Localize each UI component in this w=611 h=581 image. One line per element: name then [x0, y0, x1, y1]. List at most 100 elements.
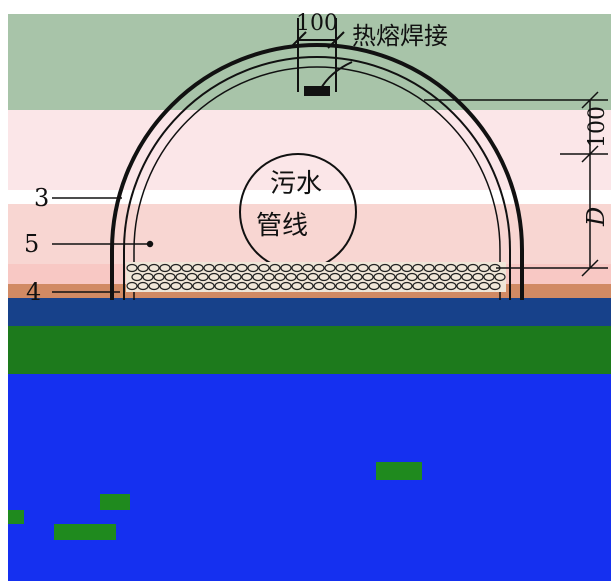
gravel-pebble — [137, 263, 149, 273]
gravel-pebble — [291, 281, 303, 291]
gravel-pebble — [148, 263, 160, 273]
gravel-pebble — [351, 272, 363, 282]
gravel-pebble — [159, 281, 171, 291]
pipe-label-line1: 污水 — [270, 169, 322, 199]
gravel-pebble — [368, 263, 380, 273]
gravel-pebble — [390, 281, 402, 291]
gravel-pebble — [247, 263, 259, 273]
gravel-pebble — [346, 281, 358, 291]
gravel-pebble — [170, 263, 182, 273]
gravel-pebble — [329, 272, 341, 282]
gravel-pebble — [318, 272, 330, 282]
blue-band — [8, 374, 611, 581]
gravel-bed — [126, 262, 506, 292]
gravel-pebble — [197, 272, 209, 282]
gravel-pebble — [384, 272, 396, 282]
gravel-pebble — [236, 263, 248, 273]
gravel-pebble — [324, 281, 336, 291]
gravel-pebble — [252, 272, 264, 282]
gravel-pebble — [335, 281, 347, 291]
gravel-pebble — [296, 272, 308, 282]
gravel-pebble — [258, 263, 270, 273]
gravel-pebble — [456, 263, 468, 273]
gravel-pebble — [148, 281, 160, 291]
gravel-pebble — [346, 263, 358, 273]
gravel-pebble — [269, 281, 281, 291]
gravel-pebble — [269, 263, 281, 273]
gravel-pebble — [423, 263, 435, 273]
gravel-pebble — [126, 281, 138, 291]
gravel-pebble — [313, 263, 325, 273]
gravel-pebble — [357, 281, 369, 291]
gravel-pebble — [478, 281, 490, 291]
gravel-pebble — [203, 263, 215, 273]
sage-band-upper-right — [370, 0, 611, 14]
gravel-pebble — [406, 272, 418, 282]
gravel-pebble — [423, 281, 435, 291]
gravel-pebble — [478, 263, 490, 273]
gravel-pebble — [181, 263, 193, 273]
gravel-pebble — [181, 281, 193, 291]
green-band — [8, 326, 611, 374]
gravel-pebble — [450, 272, 462, 282]
gravel-pebble — [379, 263, 391, 273]
gravel-pebble — [434, 281, 446, 291]
gravel-pebble — [274, 272, 286, 282]
gravel-pebble — [362, 272, 374, 282]
weld-note-label: 热熔焊接 — [352, 22, 448, 50]
callout-4: 4 — [26, 278, 41, 306]
gravel-pebble — [225, 263, 237, 273]
gravel-pebble — [335, 263, 347, 273]
gravel-pebble — [412, 281, 424, 291]
gravel-pebble — [263, 272, 275, 282]
gravel-pebble — [483, 272, 495, 282]
gravel-pebble — [192, 263, 204, 273]
depth-label: D — [582, 207, 610, 227]
gravel-pebble — [357, 263, 369, 273]
gravel-pebble — [307, 272, 319, 282]
gravel-pebble — [467, 263, 479, 273]
gravel-pebble — [302, 263, 314, 273]
gravel-pebble — [241, 272, 253, 282]
gravel-pebble — [379, 281, 391, 291]
gravel-pebble — [456, 281, 468, 291]
gravel-pebble — [214, 281, 226, 291]
weld-joint — [304, 86, 330, 96]
gravel-pebble — [467, 281, 479, 291]
gravel-pebble — [225, 281, 237, 291]
gravel-pebble — [439, 272, 451, 282]
gravel-pebble — [313, 281, 325, 291]
gravel-pebble — [285, 272, 297, 282]
gravel-pebble — [192, 281, 204, 291]
white-gap — [8, 190, 611, 204]
gravel-pebble — [280, 281, 292, 291]
gravel-pebble — [340, 272, 352, 282]
gravel-pebble — [258, 281, 270, 291]
gravel-pebble — [412, 263, 424, 273]
top-dimension-label: 100 — [296, 11, 338, 36]
gravel-pebble — [395, 272, 407, 282]
gravel-pebble — [390, 263, 402, 273]
gravel-pebble — [159, 263, 171, 273]
gravel-pebble — [373, 272, 385, 282]
gravel-pebble — [445, 263, 457, 273]
gravel-pebble — [368, 281, 380, 291]
green-block — [54, 524, 116, 540]
callout-3: 3 — [34, 184, 49, 212]
gravel-pebble — [208, 272, 220, 282]
gravel-pebble — [291, 263, 303, 273]
gravel-pebble — [489, 281, 501, 291]
gravel-pebble — [494, 272, 506, 282]
gravel-pebble — [417, 272, 429, 282]
right-dimension — [424, 91, 608, 277]
outer-arch — [110, 43, 524, 300]
gravel-pebble — [142, 272, 154, 282]
gravel-pebble — [302, 281, 314, 291]
gravel-pebble — [401, 281, 413, 291]
gravel-pebble — [428, 272, 440, 282]
navy-band — [8, 298, 611, 326]
gravel-pebble — [164, 272, 176, 282]
gravel-pebble — [131, 272, 143, 282]
gravel-pebble — [434, 263, 446, 273]
